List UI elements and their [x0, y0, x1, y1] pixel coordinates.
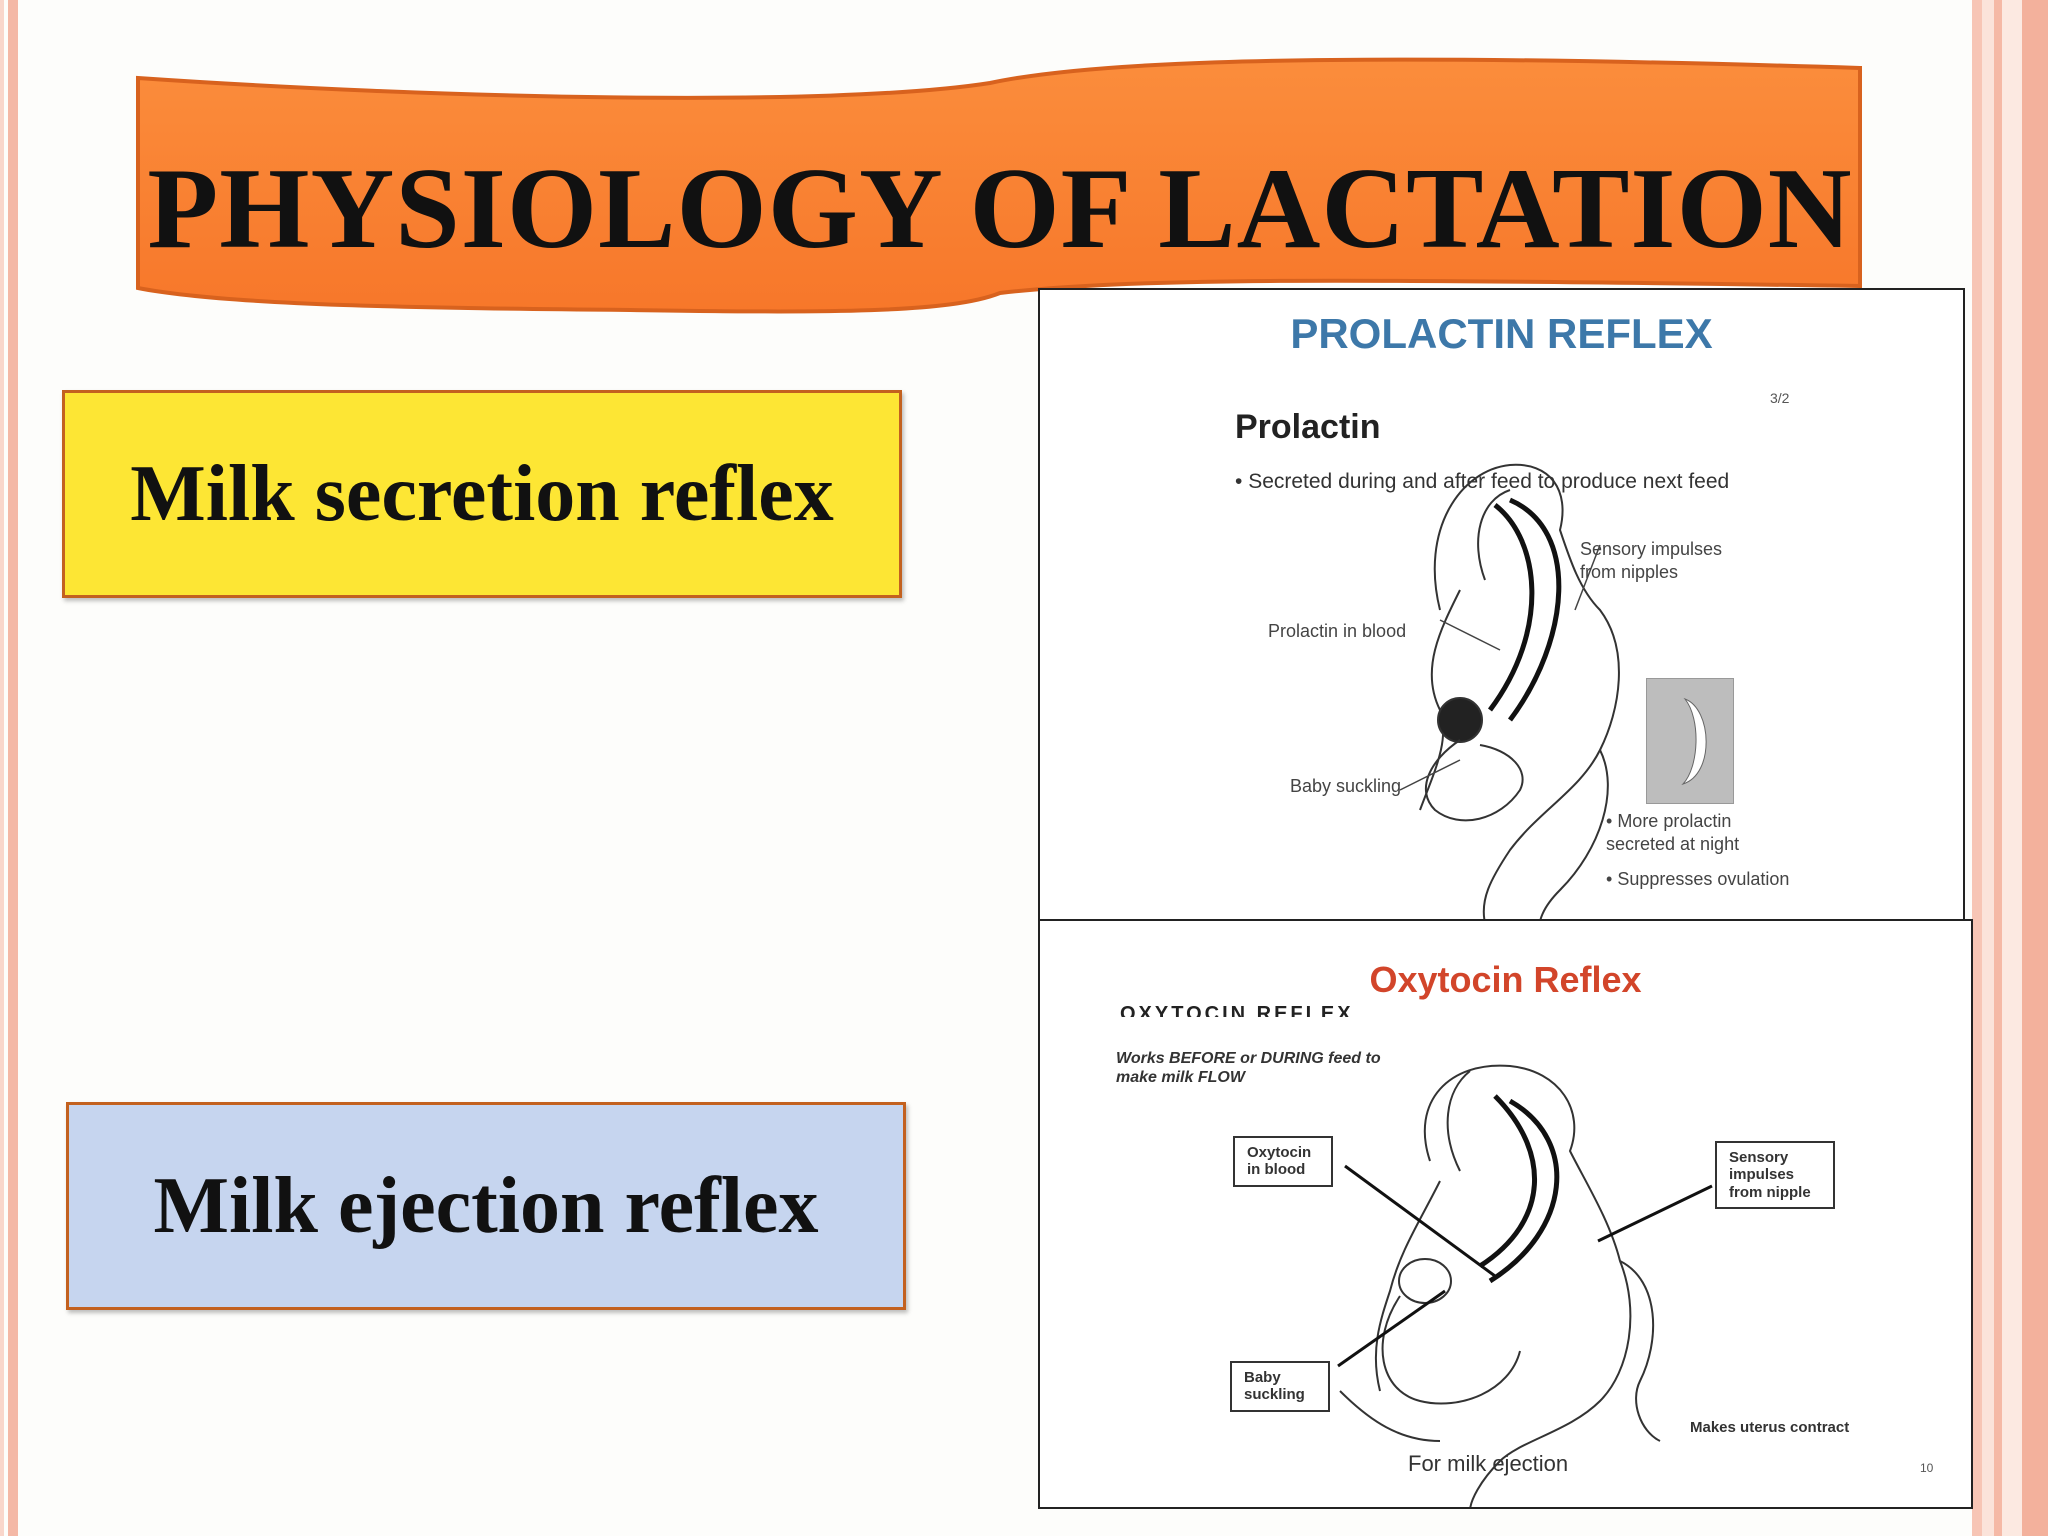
title-banner: PHYSIOLOGY OF LACTATION: [130, 48, 1870, 318]
prolactin-panel-title: PROLACTIN REFLEX: [1290, 310, 1713, 357]
prolactin-bullet: • Secreted during and after feed to prod…: [1235, 470, 1730, 493]
night-moon-icon: [1646, 678, 1734, 804]
slide-border-left: [8, 0, 18, 1536]
label-baby-suckling: Baby suckling: [1290, 776, 1402, 796]
oxytocin-panel-title: Oxytocin Reflex: [1369, 959, 1642, 1000]
scroll-banner-shape: [136, 57, 1862, 314]
sensory-impulses-box: Sensory impulses from nipple: [1715, 1141, 1835, 1209]
label-prolactin-in-blood: Prolactin in blood: [1268, 621, 1407, 641]
oxytocin-subtitle-cut: OXYTOCIN REFLEX: [1120, 1003, 1354, 1017]
oxytocin-reflex-figure: Oxytocin Reflex OXYTOCIN REFLEX Works BE…: [1038, 919, 1973, 1509]
baby-suckling-box: Baby suckling: [1230, 1361, 1330, 1412]
label-suppresses-ovulation: • Suppresses ovulation: [1606, 869, 1790, 889]
prolactin-reflex-figure: PROLACTIN REFLEX 3/2 Prolactin • Secrete…: [1038, 288, 1965, 921]
slide-border-right: [1972, 0, 2048, 1536]
mother-baby-illustration: [1399, 463, 1620, 919]
prolactin-heading: Prolactin: [1235, 408, 1381, 446]
milk-ejection-reflex-box: Milk ejection reflex: [66, 1102, 906, 1310]
oxytocin-in-blood-box: Oxytocin in blood: [1233, 1136, 1333, 1187]
moon-icon: [1681, 697, 1707, 786]
prolactin-bullet-text: Secreted during and after feed to produc…: [1248, 470, 1730, 493]
oxytocin-note: Works BEFORE or DURING feed to make milk…: [1116, 1050, 1381, 1087]
label-sensory-impulses: Sensory impulses from nipples: [1580, 539, 1723, 583]
prolactin-page-number: 3/2: [1770, 390, 1790, 406]
slide-border-left-outer: [0, 0, 4, 1536]
oxytocin-mother-baby-illustration: [1337, 1064, 1713, 1507]
label-more-prolactin-night-text: More prolactin secreted at night: [1606, 811, 1740, 855]
milk-secretion-reflex-box: Milk secretion reflex: [62, 390, 902, 598]
makes-uterus-contract-caption: Makes uterus contract: [1690, 1419, 1850, 1436]
milk-ejection-caption: For milk ejection: [1408, 1451, 1569, 1476]
label-suppresses-ovulation-text: Suppresses ovulation: [1617, 869, 1790, 889]
slide-title: PHYSIOLOGY OF LACTATION: [147, 145, 1853, 273]
label-more-prolactin-night: • More prolactin secreted at night: [1606, 811, 1740, 855]
oxytocin-page-number: 10: [1920, 1461, 1934, 1475]
